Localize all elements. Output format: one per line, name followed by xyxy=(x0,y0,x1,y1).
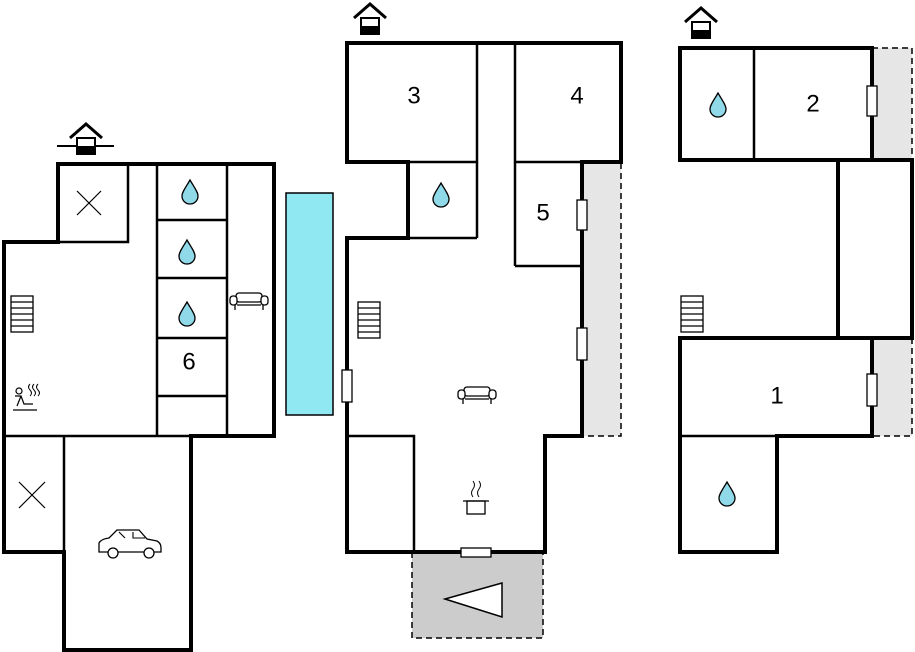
cooking-pot-icon xyxy=(463,480,489,515)
cross-icon xyxy=(76,190,102,216)
left-building-outline xyxy=(2,162,276,652)
stairs-icon xyxy=(357,301,381,339)
right-building: 2 1 xyxy=(678,6,914,554)
left-storage-wall xyxy=(58,164,130,244)
terrace xyxy=(582,162,621,436)
room-2-label: 2 xyxy=(806,91,819,118)
window-icon xyxy=(576,327,588,361)
water-drop-icon xyxy=(709,92,727,118)
middle-building: 3 4 5 xyxy=(341,2,623,639)
water-drop-icon xyxy=(178,239,196,265)
sofa-icon xyxy=(229,292,269,311)
house-entrance-icon xyxy=(57,122,114,156)
water-drop-icon xyxy=(178,301,196,327)
terrace xyxy=(872,338,912,436)
window-icon xyxy=(460,547,492,558)
right-lower-outline xyxy=(678,336,874,554)
terrace xyxy=(872,48,912,160)
window-icon xyxy=(866,85,878,117)
water-drop-icon xyxy=(432,182,450,208)
parking-triangle xyxy=(442,582,503,619)
water-drop-icon xyxy=(181,179,199,205)
sofa-icon xyxy=(457,386,497,405)
cross-icon xyxy=(18,481,46,509)
left-building: 6 xyxy=(2,122,276,652)
room-5-label: 5 xyxy=(536,200,549,227)
house-entrance-icon xyxy=(352,2,388,36)
pool xyxy=(285,192,334,416)
room-4-label: 4 xyxy=(570,83,583,110)
room-1-label: 1 xyxy=(770,383,783,410)
sauna-icon xyxy=(13,383,40,411)
house-entrance-icon xyxy=(683,6,719,40)
water-drop-icon xyxy=(718,481,736,507)
window-icon xyxy=(576,199,588,231)
room-6-label: 6 xyxy=(182,349,195,376)
stairs-icon xyxy=(10,295,34,333)
car-icon xyxy=(98,529,162,559)
window-icon xyxy=(341,369,353,403)
right-upper-outline xyxy=(678,46,874,162)
window-icon xyxy=(866,373,878,407)
right-middle-outline xyxy=(836,158,914,340)
middle-building-outline xyxy=(345,41,623,554)
stairs-icon xyxy=(680,295,704,333)
room-3-label: 3 xyxy=(407,83,420,110)
